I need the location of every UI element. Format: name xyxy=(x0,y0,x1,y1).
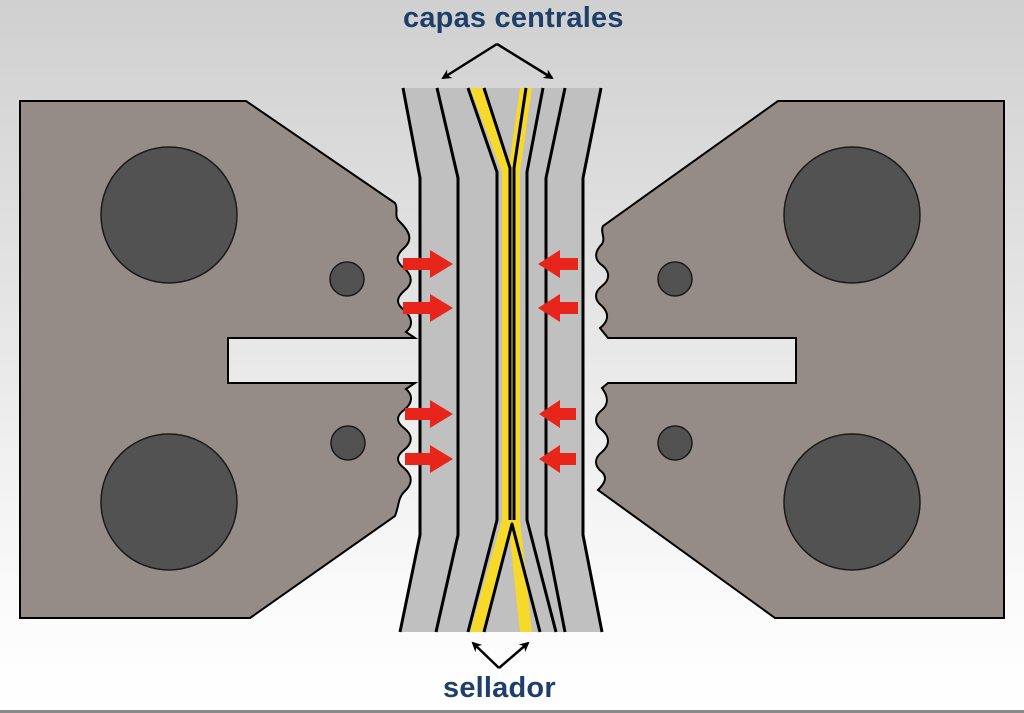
pressure-arrows xyxy=(403,250,578,473)
left-upper-small-hole xyxy=(329,261,365,297)
callout-bottom-right-arrow xyxy=(498,641,530,669)
left-upper-large-hole xyxy=(100,146,238,284)
arrow-right-4-icon xyxy=(539,445,576,473)
arrow-left-3-icon xyxy=(405,400,453,428)
left-jaw xyxy=(19,100,419,619)
right-upper-small-hole xyxy=(657,261,693,297)
outer-right-edge xyxy=(581,87,604,633)
inner-left-line xyxy=(434,87,460,633)
sealant-right-inner xyxy=(512,87,528,520)
callout-top-right-arrow xyxy=(496,42,554,80)
arrow-left-1-icon xyxy=(403,250,453,278)
bottom-divider xyxy=(0,710,1024,713)
arrow-left-4-icon xyxy=(405,445,453,473)
arrow-right-1-icon xyxy=(538,250,578,278)
right-lower-large-hole xyxy=(783,433,921,571)
inner-right-line xyxy=(544,87,567,633)
right-lower-small-hole xyxy=(657,425,693,461)
left-lower-large-hole xyxy=(100,433,238,571)
sealant-right-outer xyxy=(525,87,558,633)
sealant-left-inner xyxy=(482,87,512,520)
callout-top-left-arrow xyxy=(441,42,498,80)
core-layers-callout xyxy=(441,42,554,80)
sealant-callout xyxy=(471,641,530,669)
right-jaw xyxy=(595,100,1005,619)
sealant-center-join xyxy=(482,522,542,633)
sealant-left-outer xyxy=(466,87,499,633)
arrow-left-2-icon xyxy=(403,294,453,322)
sealant-left xyxy=(470,88,514,632)
layer-stack xyxy=(398,87,604,633)
right-upper-large-hole xyxy=(783,146,921,284)
outer-left-edge xyxy=(398,87,422,633)
core-layers-label: capas centrales xyxy=(403,2,624,34)
sealant-label: sellador xyxy=(443,672,556,704)
arrow-right-3-icon xyxy=(539,400,576,428)
arrow-right-2-icon xyxy=(538,294,578,322)
callout-bottom-left-arrow xyxy=(471,641,500,669)
layer-band xyxy=(400,88,602,632)
left-lower-small-hole xyxy=(330,425,366,461)
